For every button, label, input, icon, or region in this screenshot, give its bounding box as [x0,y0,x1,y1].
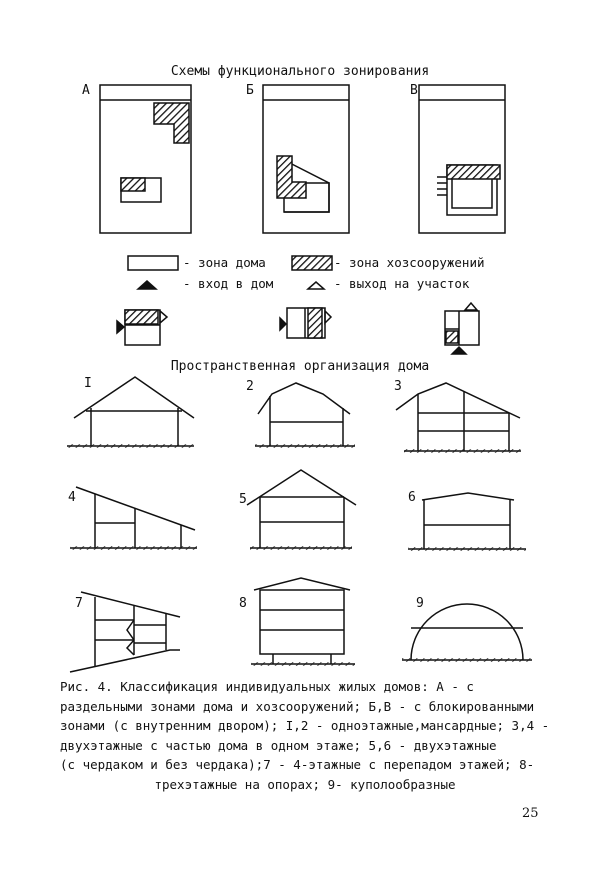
spatial-organization-title: Пространственная организация дома [170,359,430,374]
entrance-scheme-3 [444,301,480,355]
house-label-4: 4 [68,490,76,505]
house-label-6: 6 [408,490,416,505]
caption-line: двухэтажные с частью дома в одном этаже;… [60,737,497,753]
schema-label-b: Б [246,83,254,98]
house-label-9: 9 [416,596,424,611]
house-4-section [70,486,197,550]
legend-exit-icon [306,281,326,290]
zoning-schemes-title: Схемы функционального зонирования [170,64,430,79]
entrance-scheme-2 [279,307,333,339]
schema-v-plot [418,84,506,234]
caption-line: трехэтажные на опорах; 9- куполообразные [154,776,456,792]
legend-entry-icon [136,279,158,290]
legend-house-entry: - вход в дом [183,276,274,291]
schema-label-v: В [410,83,418,98]
house-6-section [408,492,526,551]
caption-line: раздельными зонами дома и хозсооружений;… [60,698,535,714]
house-label-2: 2 [246,379,254,394]
house-label-1: I [84,376,92,391]
figure-caption: Рис. 4. Классификация индивидуальных жил… [60,677,550,794]
caption-line: (с чердаком и без чердака);7 - 4-этажные… [60,757,535,772]
caption-line: зонами (с внутренним двором); I,2 - одно… [60,718,550,733]
page-number: 25 [522,806,539,821]
entrance-scheme-1 [116,309,169,346]
legend-house-zone: - зона дома [183,255,266,270]
schema-b-plot [262,84,350,234]
legend-site-entry: - выход на участок [334,276,470,291]
house-label-8: 8 [239,596,247,611]
house-label-3: 3 [394,379,402,394]
legend-house-swatch [127,255,179,271]
house-8-section [251,577,355,666]
house-label-5: 5 [239,492,247,507]
legend-service-zone: - зона хозсооружений [334,255,485,270]
house-7-section [69,591,181,673]
house-2-section [255,382,355,448]
house-9-section [402,603,532,662]
house-3-section [395,382,521,453]
legend-service-swatch [291,255,333,271]
caption-line: Рис. 4. Классификация индивидуальных жил… [60,679,474,694]
schema-a-plot [99,84,192,234]
house-label-7: 7 [75,596,83,611]
house-1-section [67,376,195,448]
schema-label-a: А [82,83,90,98]
house-5-section [246,469,357,550]
